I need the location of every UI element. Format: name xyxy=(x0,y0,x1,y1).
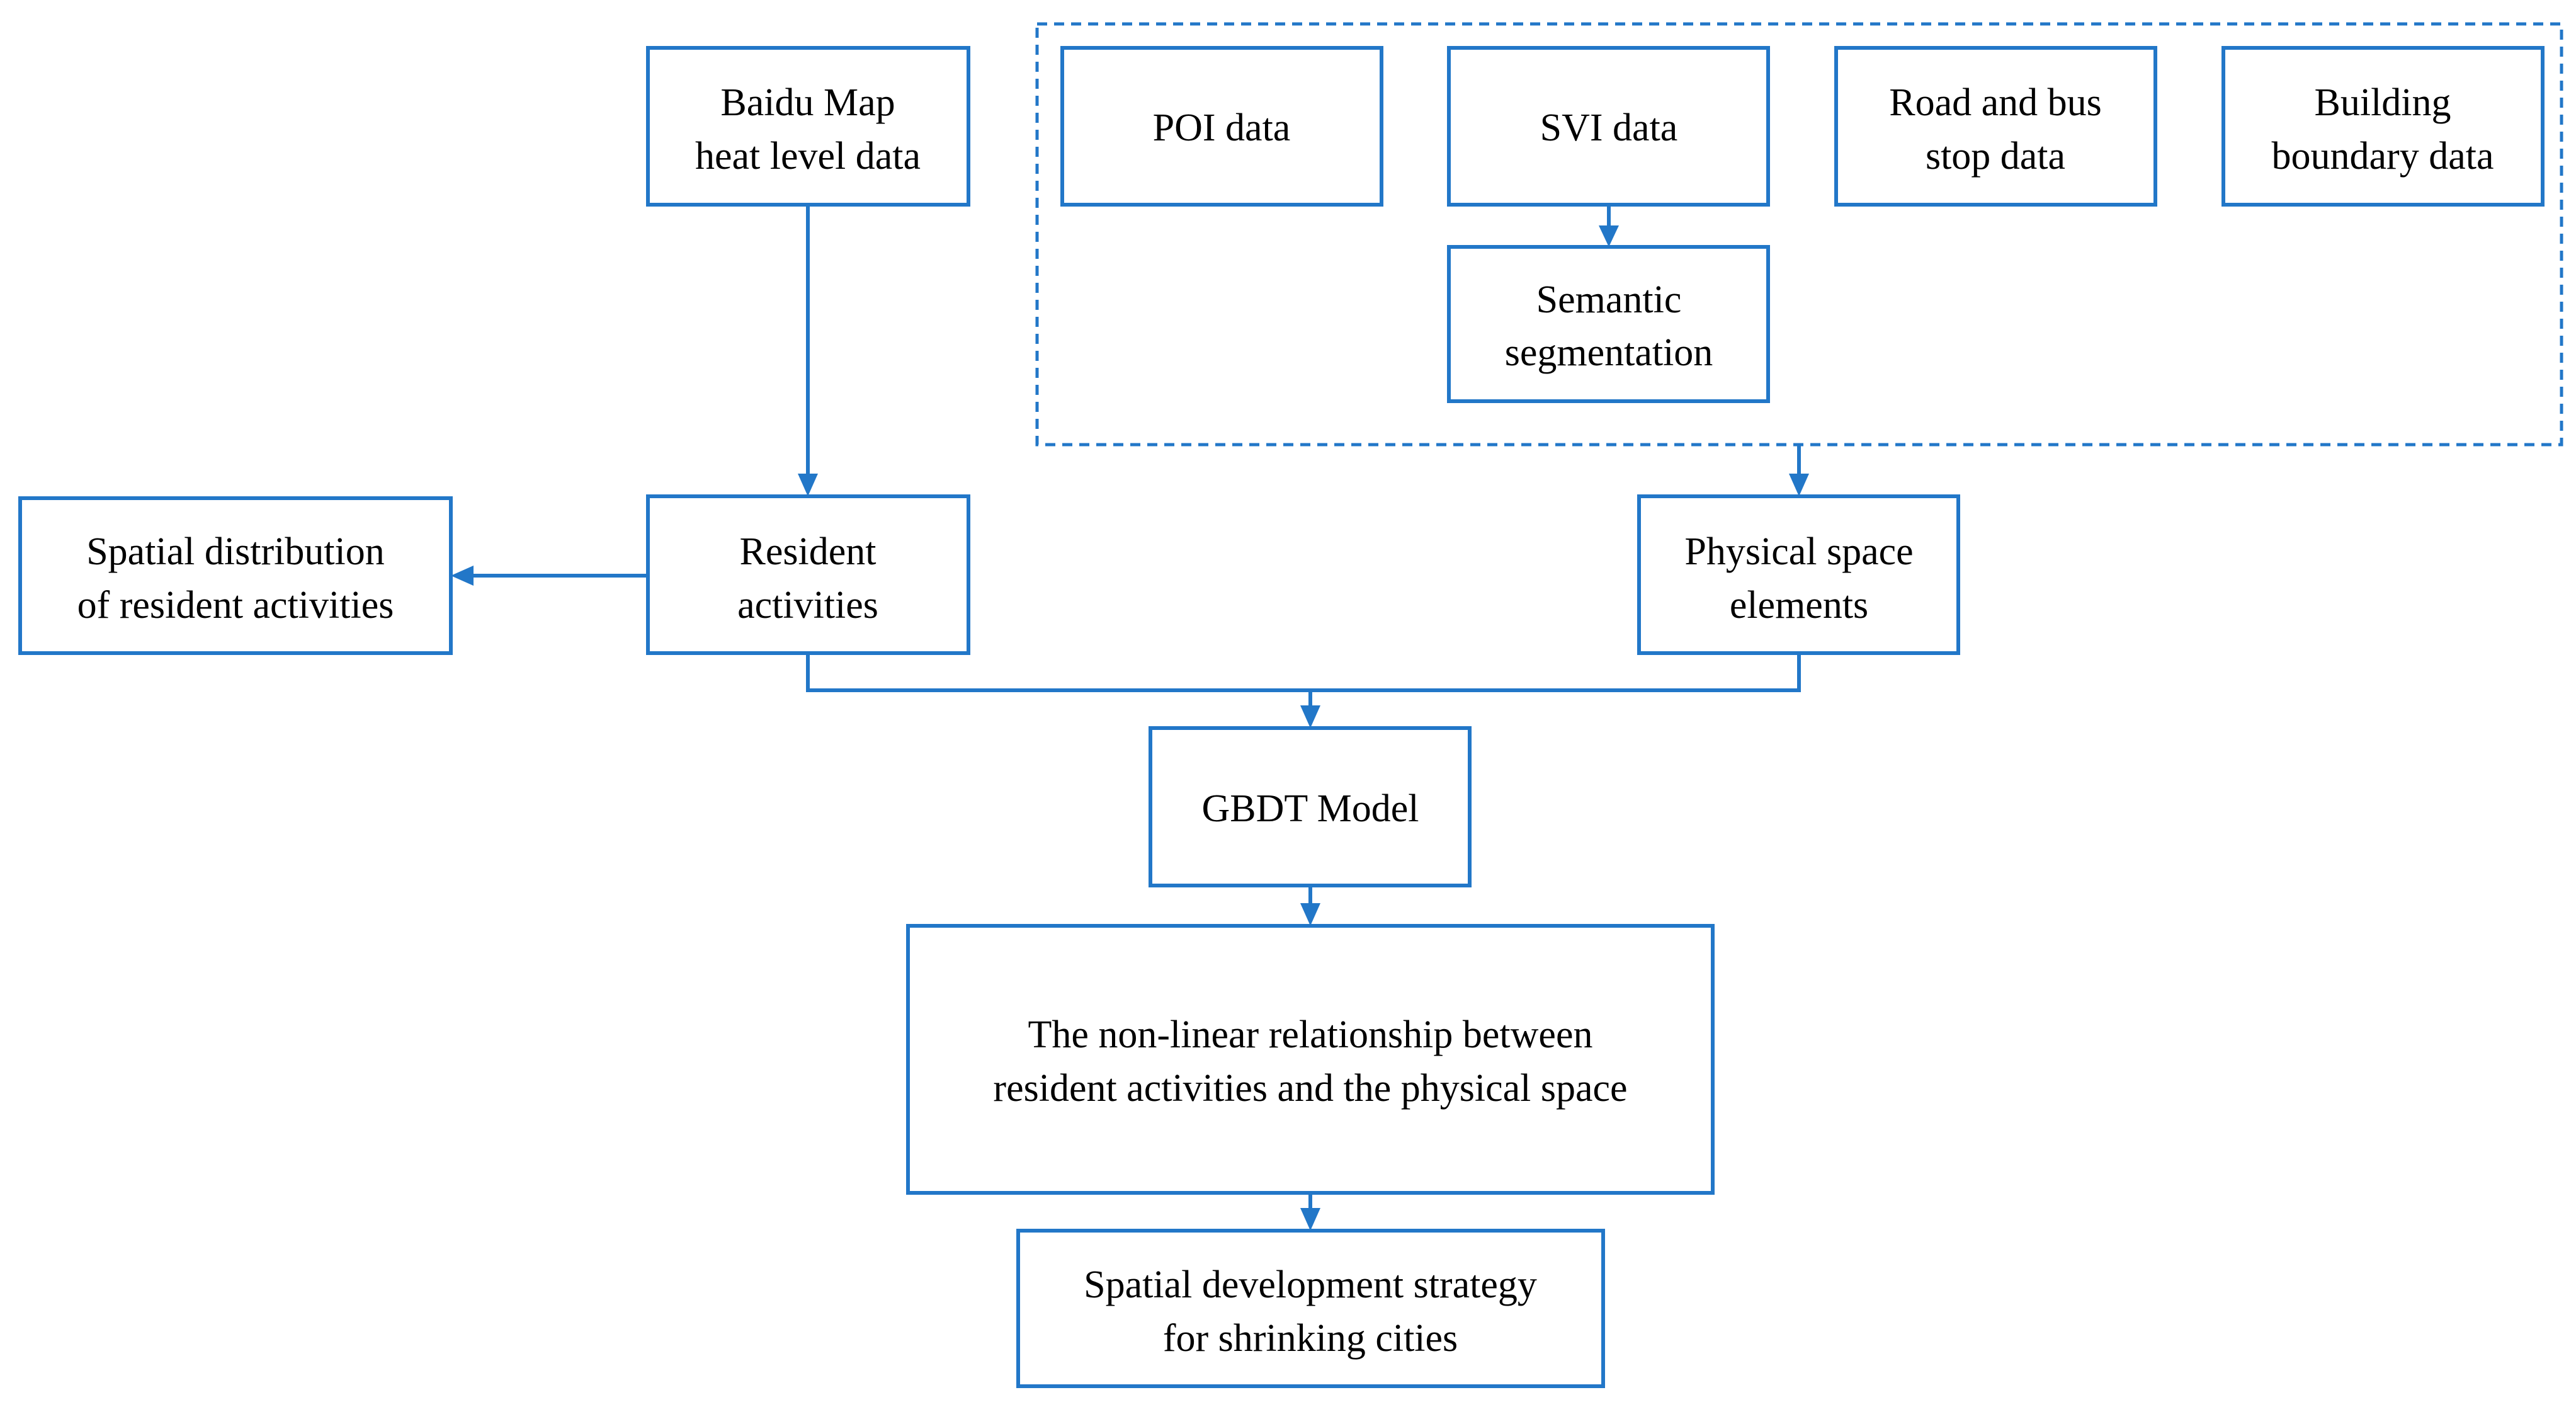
node-label-line: GBDT Model xyxy=(1201,787,1419,830)
svg-text:heat level data: heat level data xyxy=(695,135,921,178)
node-spatial-development-strategy: Spatial development strategy for shrinki… xyxy=(1016,1229,1605,1388)
svg-text:for shrinking cities: for shrinking cities xyxy=(1163,1317,1458,1360)
node-baidu-map-data: Baidu Map heat level data xyxy=(646,46,970,207)
connectors xyxy=(469,205,1801,1212)
node-semantic-segmentation: Semantic segmentation xyxy=(1447,245,1770,403)
node-label-line: heat level data xyxy=(695,135,921,178)
node-label-line: Building xyxy=(2314,81,2451,124)
arrowhead-spatial xyxy=(451,566,474,586)
node-label-line: activities xyxy=(737,584,878,627)
svg-text:segmentation: segmentation xyxy=(1505,331,1713,374)
node-spatial-distribution: Spatial distribution of resident activit… xyxy=(18,496,453,655)
node-road-bus-stop-data: Road and bus stop data xyxy=(1834,46,2157,207)
svg-text:Spatial development strategy: Spatial development strategy xyxy=(1084,1263,1537,1306)
arrowhead-physical xyxy=(1789,474,1809,496)
svg-text:Spatial distribution: Spatial distribution xyxy=(86,530,385,573)
node-label-line: Physical space xyxy=(1684,530,1913,573)
svg-text:Physical space: Physical space xyxy=(1684,530,1913,573)
node-label-line: stop data xyxy=(1926,135,2065,178)
node-resident-activities: Resident activities xyxy=(646,494,970,655)
svg-text:Building: Building xyxy=(2314,81,2451,124)
arrowhead-resident xyxy=(798,474,818,496)
node-label-line: resident activities and the physical spa… xyxy=(993,1067,1627,1110)
edge-resident-to-gbdt xyxy=(806,653,1310,692)
node-label-line: of resident activities xyxy=(77,584,394,627)
svg-text:The non-linear relationship be: The non-linear relationship between xyxy=(1028,1013,1593,1056)
svg-text:of resident activities: of resident activities xyxy=(77,584,394,627)
svg-text:boundary data: boundary data xyxy=(2272,135,2494,178)
arrow-heads xyxy=(451,225,1809,1231)
arrowhead-gbdt xyxy=(1300,705,1320,728)
svg-text:POI data: POI data xyxy=(1153,106,1291,149)
svg-text:elements: elements xyxy=(1730,584,1868,627)
svg-text:Semantic: Semantic xyxy=(1536,278,1682,321)
node-label-line: Baidu Map xyxy=(720,81,895,124)
node-label-line: Road and bus xyxy=(1889,81,2102,124)
node-poi-data: POI data xyxy=(1060,46,1383,207)
edge-physical-to-gbdt xyxy=(1308,653,1801,709)
node-label-line: Resident xyxy=(740,530,877,573)
node-nonlinear-relationship: The non-linear relationship between resi… xyxy=(906,924,1715,1195)
node-label-line: Spatial distribution xyxy=(86,530,385,573)
svg-text:Resident: Resident xyxy=(740,530,877,573)
node-label-line: Semantic xyxy=(1536,278,1682,321)
svg-text:activities: activities xyxy=(737,584,878,627)
node-label-line: segmentation xyxy=(1505,331,1713,374)
node-building-boundary-data: Building boundary data xyxy=(2221,46,2545,207)
svg-text:stop data: stop data xyxy=(1926,135,2065,178)
arrowhead-nonlinear xyxy=(1300,903,1320,926)
svg-text:resident activities and the ph: resident activities and the physical spa… xyxy=(993,1067,1627,1110)
node-label-line: for shrinking cities xyxy=(1163,1317,1458,1360)
arrowhead-semantic xyxy=(1599,225,1619,247)
node-gbdt-model: GBDT Model xyxy=(1149,726,1472,887)
node-label-line: Spatial development strategy xyxy=(1084,1263,1537,1306)
node-label-line: elements xyxy=(1730,584,1868,627)
node-label-line: boundary data xyxy=(2272,135,2494,178)
node-label-line: POI data xyxy=(1153,106,1291,149)
node-label-line: SVI data xyxy=(1540,106,1678,149)
node-physical-space-elements: Physical space elements xyxy=(1637,494,1960,655)
node-svi-data: SVI data xyxy=(1447,46,1770,207)
svg-text:GBDT Model: GBDT Model xyxy=(1201,787,1419,830)
svg-text:SVI data: SVI data xyxy=(1540,106,1678,149)
svg-text:Road and bus: Road and bus xyxy=(1889,81,2102,124)
arrowhead-strategy xyxy=(1300,1208,1320,1231)
node-label-line: The non-linear relationship between xyxy=(1028,1013,1593,1056)
svg-text:Baidu Map: Baidu Map xyxy=(720,81,895,124)
